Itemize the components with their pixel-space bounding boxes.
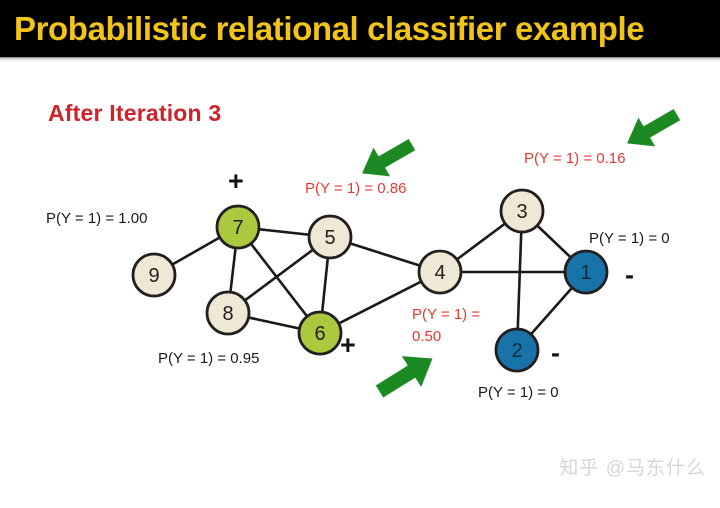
graph-node-7[interactable]: 7 [215, 204, 261, 250]
node-label: 5 [324, 227, 335, 249]
node-circle [563, 249, 609, 295]
sign-marker-node-6: + [340, 330, 356, 360]
node-circle [297, 310, 343, 356]
sign-marker-node-1: - [625, 260, 634, 290]
graph-node-1[interactable]: 1 [563, 249, 609, 295]
node-label: 3 [516, 201, 527, 223]
probability-label-node-5: P(Y = 1) = 0.86 [305, 180, 407, 197]
node-circle [205, 290, 251, 336]
node-label: 9 [148, 265, 159, 287]
arrow-shape [627, 108, 681, 147]
graph-node-5[interactable]: 5 [307, 214, 353, 260]
graph-node-2[interactable]: 2 [494, 327, 540, 373]
arrow-to-node-5-icon [362, 138, 416, 177]
node-label: 7 [232, 217, 243, 239]
node-circle [215, 204, 261, 250]
annotation-arrow-layer [362, 108, 681, 398]
graph-node-8[interactable]: 8 [205, 290, 251, 336]
arrow-to-node-3-icon [627, 108, 681, 147]
node-label: 4 [434, 262, 445, 284]
slide-title-bar: Probabilistic relational classifier exam… [0, 0, 720, 57]
node-label: 1 [580, 262, 591, 284]
title-divider [0, 57, 720, 62]
slide-heading: After Iteration 3 [48, 100, 222, 126]
node-circle [494, 327, 540, 373]
probability-label-node-2: P(Y = 1) = 0 [478, 384, 559, 401]
probability-label-node-3: P(Y = 1) = 0.16 [524, 150, 626, 167]
watermark: 知乎 @马东什么 [559, 458, 706, 479]
graph-node-3[interactable]: 3 [499, 188, 545, 234]
graph-edge [515, 209, 524, 352]
arrow-to-node-4-icon [375, 356, 433, 398]
graph-node-6[interactable]: 6 [297, 310, 343, 356]
node-circle [307, 214, 353, 260]
node-circle [131, 252, 177, 298]
node-label: 2 [511, 340, 522, 362]
probability-label-node-4-line1: P(Y = 1) = [412, 306, 481, 323]
graph-node-9[interactable]: 9 [131, 252, 177, 298]
sign-marker-node-2: - [551, 338, 560, 368]
node-circle [417, 249, 463, 295]
probability-label-node-9: P(Y = 1) = 1.00 [46, 210, 148, 227]
graph-edge [318, 270, 442, 335]
node-label: 8 [222, 303, 233, 325]
page-title: Probabilistic relational classifier exam… [14, 9, 645, 47]
graph-node-4[interactable]: 4 [417, 249, 463, 295]
graph-node-layer: 9 7 8 5 6 4 3 1 2 [131, 188, 609, 373]
node-circle [499, 188, 545, 234]
sign-marker-node-7: + [228, 166, 244, 196]
probability-label-node-8: P(Y = 1) = 0.95 [158, 350, 260, 367]
node-label: 6 [314, 323, 325, 345]
arrow-shape [362, 138, 416, 177]
arrow-shape [375, 356, 433, 398]
probability-label-node-1: P(Y = 1) = 0 [589, 230, 670, 247]
probability-label-node-4-line2: 0.50 [412, 328, 442, 345]
